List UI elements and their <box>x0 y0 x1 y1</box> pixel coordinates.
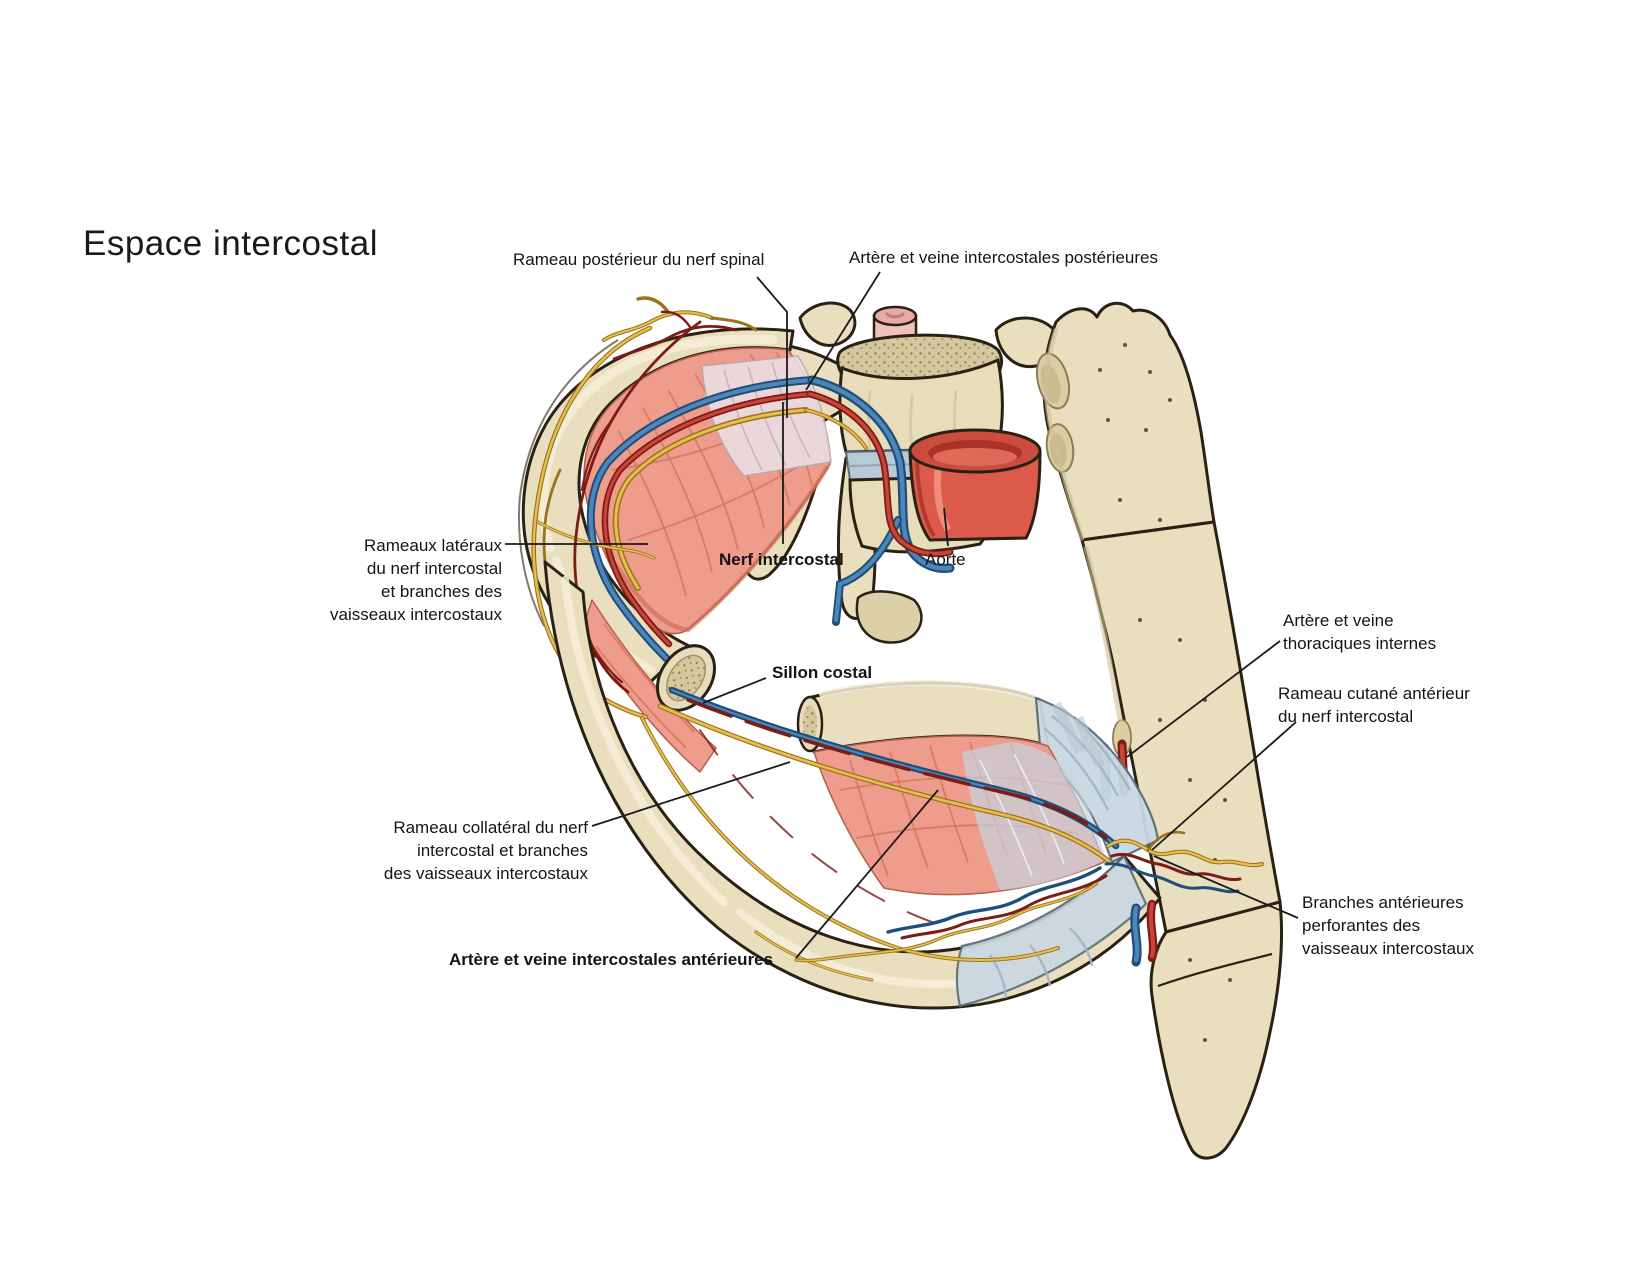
label-thoraciques-internes: Artère et veine thoraciques internes <box>1283 611 1437 653</box>
label-sillon-costal: Sillon costal <box>772 663 873 682</box>
leader-thoraciques-internes <box>1126 640 1281 758</box>
leader-branches-anterieures <box>1153 855 1299 919</box>
posterior-intercostal-vessels <box>806 375 955 626</box>
leader-aorte <box>943 507 949 547</box>
middle-rib-segment <box>796 680 1050 754</box>
leader-rameau-cutane <box>1151 721 1297 851</box>
page-title: Espace intercostal <box>83 224 378 263</box>
aorta <box>908 428 1042 542</box>
label-artere-veine-posterieures: Artère et veine intercostales postérieur… <box>849 248 1158 267</box>
perforating-branches <box>794 830 1265 963</box>
label-aorte: Aorte <box>925 550 966 569</box>
label-rameau-posterieur: Rameau postérieur du nerf spinal <box>513 250 765 269</box>
label-rameaux-lateraux: Rameaux latéraux du nerf intercostal et … <box>330 536 502 624</box>
label-nerf-intercostal: Nerf intercostal <box>719 550 844 569</box>
leader-artere-veine-anterieures <box>795 789 939 959</box>
neurovascular-bundle-upper <box>586 376 868 662</box>
intercostal-muscle-lower <box>813 735 1106 896</box>
collateral-nerve-branch <box>640 716 1060 982</box>
leader-rameau-collateral <box>591 761 791 827</box>
label-branches-anterieures: Branches antérieures perforantes des vai… <box>1302 893 1474 958</box>
neurovascular-bundle-mid <box>657 686 1120 926</box>
label-artere-veine-anterieures: Artère et veine intercostales antérieure… <box>449 950 774 969</box>
leader-lines <box>505 271 1299 959</box>
leader-artere-veine-posterieures <box>805 271 881 391</box>
leader-rameau-posterieur <box>756 276 788 418</box>
leader-sillon-costal <box>702 677 767 704</box>
rib-cut-end <box>655 644 717 712</box>
sternum <box>1035 301 1284 1160</box>
internal-thoracic-vessels-lower <box>1130 899 1158 967</box>
lower-rib <box>543 560 1162 1010</box>
label-rameau-collateral: Rameau collatéral du nerf intercostal et… <box>383 818 588 883</box>
label-rameau-cutane: Rameau cutané antérieur du nerf intercos… <box>1278 684 1470 726</box>
